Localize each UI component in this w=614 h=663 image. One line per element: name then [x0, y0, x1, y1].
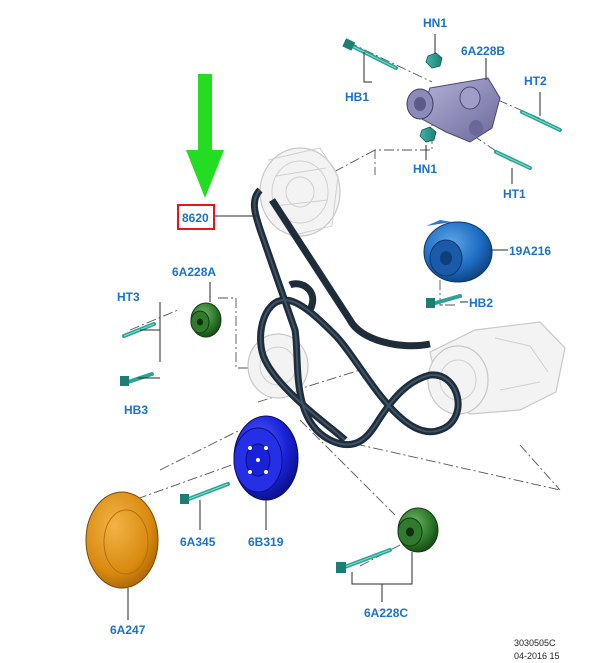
- labels: HN1 6A228B HB1 HT2 HN1 HT1 8620 19A216 6…: [110, 16, 560, 661]
- nut-hn1-top: [425, 52, 443, 69]
- bolt-hb2: [426, 294, 462, 308]
- label-ht3: HT3: [117, 290, 140, 304]
- cover-6a247: [85, 491, 159, 589]
- bolt-hb1: [342, 38, 398, 70]
- pump-ghost: [427, 321, 566, 415]
- label-6a228a: 6A228A: [172, 265, 216, 279]
- bolt-6a228c: [336, 548, 392, 573]
- pulley-19a216: [423, 220, 493, 283]
- label-6a228c: 6A228C: [364, 606, 408, 620]
- label-hb2: HB2: [469, 296, 493, 310]
- stud-ht1: [494, 150, 532, 170]
- label-6a247: 6A247: [110, 623, 146, 637]
- label-6a228b: 6A228B: [461, 44, 505, 58]
- nut-hn1-bottom: [419, 126, 437, 143]
- drive-belt: [250, 187, 462, 449]
- tensioner-6a228b: [406, 77, 501, 143]
- highlight-arrow: [186, 74, 224, 198]
- label-19a216: 19A216: [509, 244, 551, 258]
- damper-6b319: [233, 415, 299, 501]
- label-hb1: HB1: [345, 90, 369, 104]
- idler-6a228c: [397, 507, 439, 553]
- highlight-box: [177, 204, 215, 230]
- label-6a345: 6A345: [180, 535, 216, 549]
- label-6b319: 6B319: [248, 535, 284, 549]
- label-hn1-top: HN1: [423, 16, 447, 30]
- stud-ht2: [520, 110, 562, 132]
- label-hn1-bottom: HN1: [413, 162, 437, 176]
- alternator-ghost: [259, 147, 341, 237]
- label-hb3: HB3: [124, 403, 148, 417]
- label-8620: 8620: [182, 211, 209, 225]
- stud-ht3: [122, 322, 156, 338]
- label-ht2: HT2: [524, 74, 547, 88]
- label-ht1: HT1: [503, 187, 526, 201]
- footer-code: 3030505C: [514, 638, 556, 648]
- footer-date: 04-2016 15: [514, 651, 560, 661]
- bolt-6a345: [180, 482, 230, 504]
- leader-lines: [127, 34, 541, 620]
- bolt-hb3: [120, 372, 154, 386]
- idler-6a228a: [190, 302, 222, 338]
